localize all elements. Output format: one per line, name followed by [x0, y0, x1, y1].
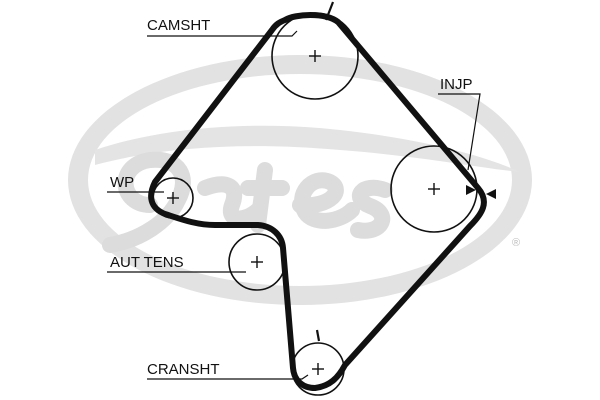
- timing-belt: [148, 12, 487, 391]
- injection-pump-timing-arrow-right: [486, 189, 496, 199]
- water-pump-pulley-circle: [152, 177, 194, 219]
- camshaft-leader: [147, 30, 298, 37]
- crankshaft-label: CRANSHT: [147, 361, 220, 378]
- watermark-swoosh: [95, 125, 520, 172]
- injection-pump-leader: [438, 93, 481, 171]
- crankshaft-timing-mark: [315, 329, 321, 342]
- camshaft-timing-mark: [324, 1, 335, 21]
- injection-pump-pulley: [390, 145, 496, 233]
- watermark-lettering: [102, 151, 393, 253]
- leader-lines: [107, 30, 481, 380]
- injection-pump-label: INJP: [440, 76, 473, 93]
- water-pump-label: WP: [110, 174, 134, 191]
- camshaft-pulley-circle: [271, 12, 359, 100]
- auto-tensioner-pulley: [228, 233, 286, 291]
- crankshaft-pulley-circle: [291, 342, 345, 396]
- injection-pump-pulley-circle: [390, 145, 478, 233]
- injection-pump-timing-arrow-left: [466, 185, 476, 195]
- auto-tensioner-label: AUT TENS: [110, 254, 184, 271]
- crankshaft-pulley: [291, 329, 345, 396]
- registered-mark: ®: [512, 237, 520, 249]
- water-pump-pulley: [152, 177, 194, 219]
- camshaft-pulley: [271, 1, 359, 100]
- auto-tensioner-pulley-circle: [228, 233, 286, 291]
- crankshaft-leader: [147, 374, 309, 380]
- camshaft-label: CAMSHT: [147, 17, 210, 34]
